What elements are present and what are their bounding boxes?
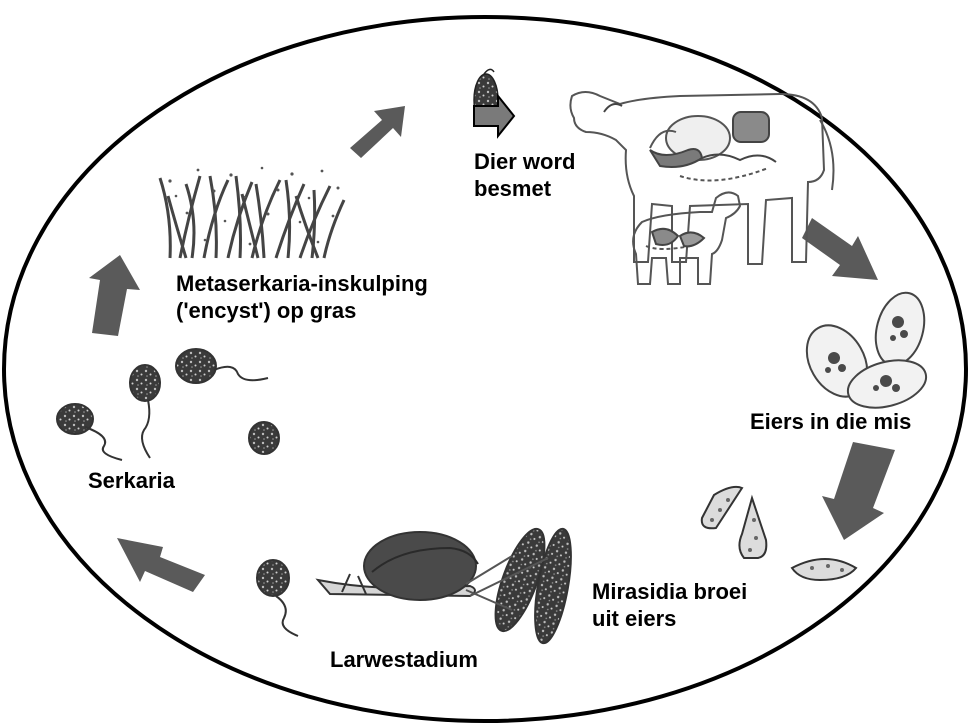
label-cercaria: Serkaria [88, 467, 175, 494]
eggs-drawing [795, 287, 932, 415]
label-miracidia-line2: uit eiers [592, 605, 747, 632]
label-larval-stage: Larwestadium [330, 646, 478, 673]
arrow-snail-to-cercaria [117, 538, 205, 592]
grass-drawing [160, 176, 344, 258]
arrow-eggs-to-miracidia [822, 442, 895, 540]
arrow-grass-to-animal [350, 106, 405, 158]
label-miracidia-line1: Mirasidia broei [592, 578, 747, 605]
ingested-cyst [474, 69, 514, 136]
label-metacercaria-line1: Metaserkaria-inskulping [176, 270, 428, 297]
label-animal-infected-line2: besmet [474, 175, 575, 202]
label-metacercaria-encystment: Metaserkaria-inskulping ('encyst') op gr… [176, 270, 428, 324]
label-animal-infected-line1: Dier word [474, 148, 575, 175]
snail-drawing [318, 523, 578, 645]
sheep-organs [652, 229, 704, 247]
label-metacercaria-line2: ('encyst') op gras [176, 297, 428, 324]
label-animal-infected: Dier word besmet [474, 148, 575, 202]
label-miracidia-hatch: Mirasidia broei uit eiers [592, 578, 747, 632]
arrow-cercaria-to-grass [89, 255, 140, 336]
arrow-animal-to-eggs [802, 218, 878, 280]
label-eggs-in-dung: Eiers in die mis [750, 408, 911, 435]
